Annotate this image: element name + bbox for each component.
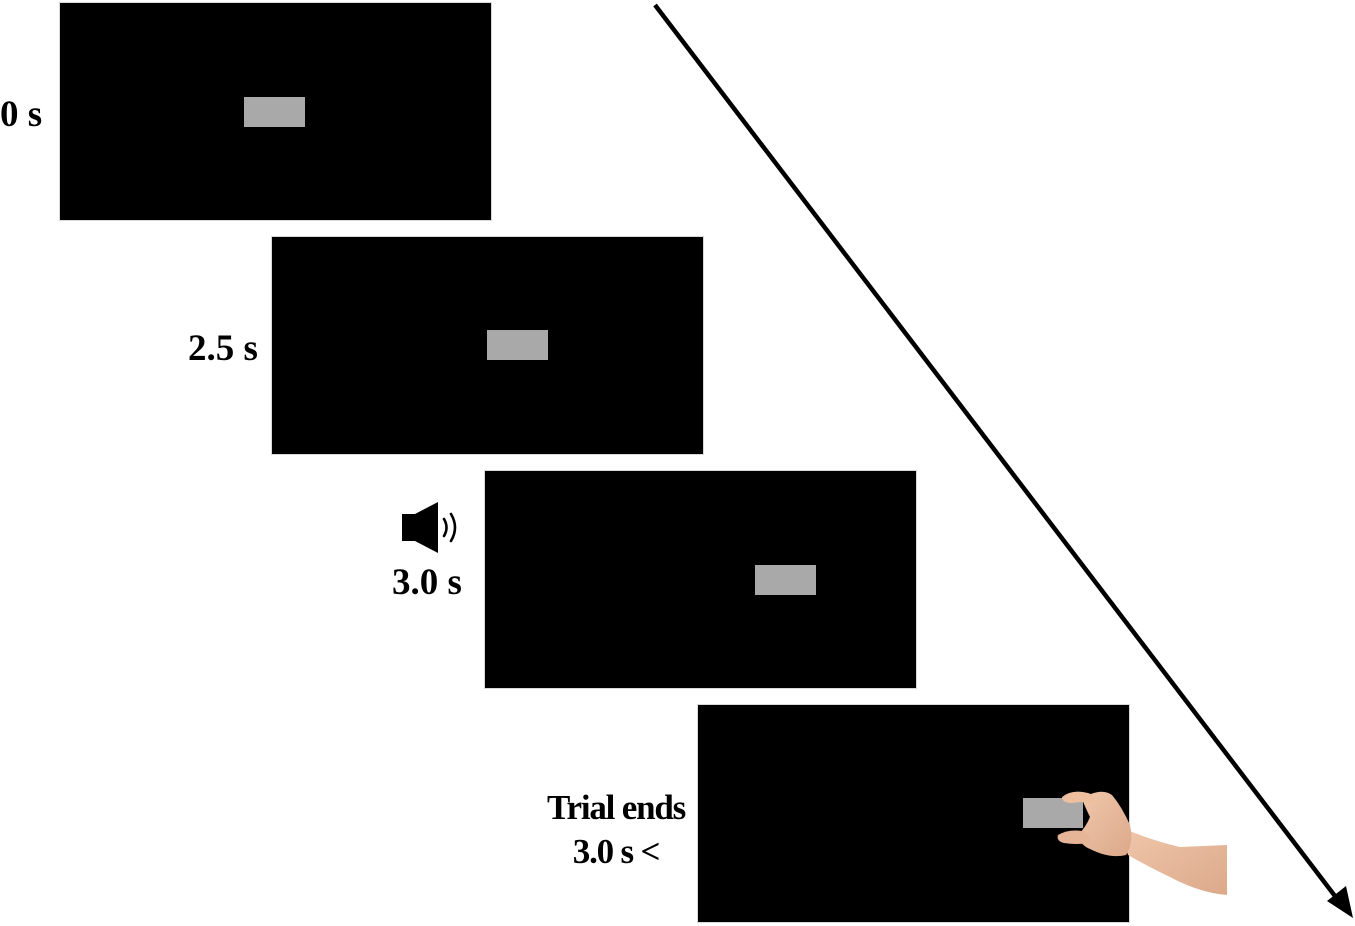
frame-3-time-label: 3.0 s xyxy=(392,562,462,603)
frame-4-end-label: Trial ends xyxy=(546,788,686,827)
frame-2-stimulus-rectangle xyxy=(487,330,548,360)
frame-1-screen xyxy=(60,3,491,220)
frame-3-stimulus-rectangle xyxy=(755,565,816,595)
arrowhead-icon xyxy=(1327,886,1353,918)
grasping-hand-image xyxy=(1057,791,1227,895)
frame-1-stimulus-rectangle xyxy=(244,97,305,127)
frame-4-time-label: 3.0 s < xyxy=(572,832,661,871)
frame-2-time-label: 2.5 s xyxy=(188,328,258,369)
speaker-sound-icon xyxy=(402,502,457,553)
frame-2-screen xyxy=(272,237,703,454)
frame-3-screen xyxy=(485,471,916,688)
frame-1-time-label: 0 s xyxy=(0,94,43,135)
